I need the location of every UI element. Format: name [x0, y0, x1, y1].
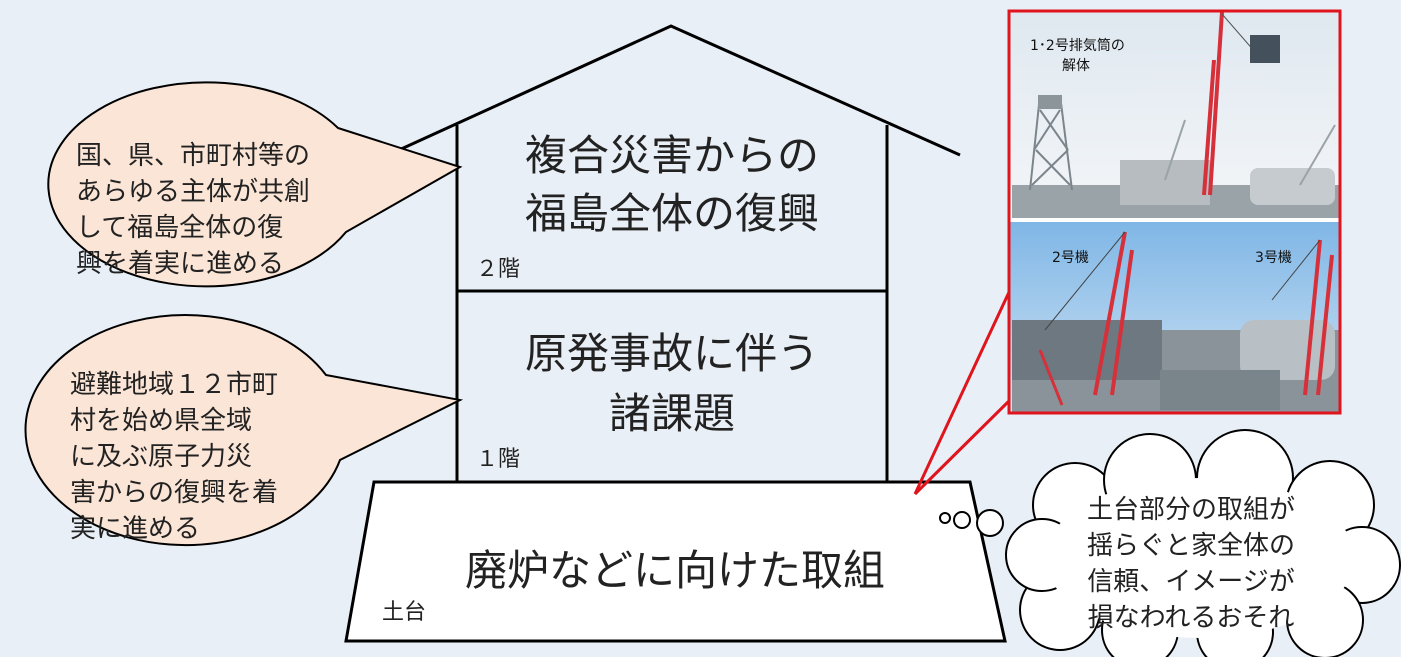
thought-line2: 揺らぐと家全体の [1087, 531, 1295, 561]
thought-line3: 信頼、イメージが [1087, 567, 1294, 597]
floor-2-label: ２階 [476, 257, 520, 282]
house [344, 24, 1007, 643]
photo-top-caption-line1: 1･2号排気筒の [1030, 37, 1125, 54]
callout-top-line4: 興を着実に進める [76, 249, 284, 279]
floor-1-title-line1: 原発事故に伴う [525, 329, 819, 378]
floor-2: 複合災害からの 福島全体の復興 ２階 [476, 131, 819, 282]
photo-frame [1007, 9, 1342, 415]
callout-bottom-line5: 実に進める [70, 514, 200, 544]
thought-line4: 損なわれるおそれ [1088, 603, 1295, 633]
floor-1-title-line2: 諸課題 [609, 389, 735, 438]
callout-bottom: 避難地域１２市町 村を始め県全域 に及ぶ原子力災 害からの復興を着 実に進める [24, 314, 464, 547]
foundation: 廃炉などに向けた取組 土台 [382, 546, 885, 625]
cloud-fill [1045, 478, 1355, 638]
callout-bottom-line2: 村を始め県全域 [70, 406, 252, 436]
callout-top-bubble [47, 81, 463, 288]
callout-top-line3: して福島全体の復 [76, 213, 283, 243]
photo-reactor-units: 2号機 3号機 [1010, 221, 1339, 412]
floor-1-label: １階 [476, 447, 520, 472]
photo-top-caption-line2: 解体 [1062, 58, 1090, 74]
thought-line1: 土台部分の取組が [1087, 495, 1295, 525]
floor-1: 原発事故に伴う 諸課題 １階 [476, 329, 819, 472]
callout-bottom-line1: 避難地域１２市町 [70, 370, 278, 400]
foundation-label: 土台 [382, 600, 426, 625]
photo-exhaust-stack: 1･2号排気筒の 解体 [1010, 11, 1339, 219]
callout-bottom-line3: に及ぶ原子力災 [70, 442, 252, 472]
floor-2-title-line1: 複合災害からの [525, 131, 819, 180]
thought-dots [939, 509, 1004, 537]
thought-bubble: 土台部分の取組が 揺らぐと家全体の 信頼、イメージが 損なわれるおそれ [939, 429, 1401, 657]
photo-panel: 1･2号排気筒の 解体 2号機 3号機 [1007, 9, 1342, 415]
callout-bottom-line4: 害からの復興を着 [70, 478, 278, 508]
callout-top: 国、県、市町村等の あらゆる主体が共創 して福島全体の復 興を着実に進める [47, 81, 463, 288]
foundation-block [344, 480, 1007, 643]
photo-unit2-label: 2号機 [1052, 250, 1089, 266]
callout-top-line1: 国、県、市町村等の [76, 141, 310, 171]
callout-top-line2: あらゆる主体が共創 [76, 177, 310, 207]
callout-bottom-bubble [24, 314, 464, 547]
photo-pointer [913, 289, 1012, 496]
floor-2-title-line2: 福島全体の復興 [525, 189, 819, 238]
roof [387, 24, 961, 157]
photo-unit3-label: 3号機 [1255, 250, 1292, 266]
foundation-title: 廃炉などに向けた取組 [465, 546, 885, 595]
